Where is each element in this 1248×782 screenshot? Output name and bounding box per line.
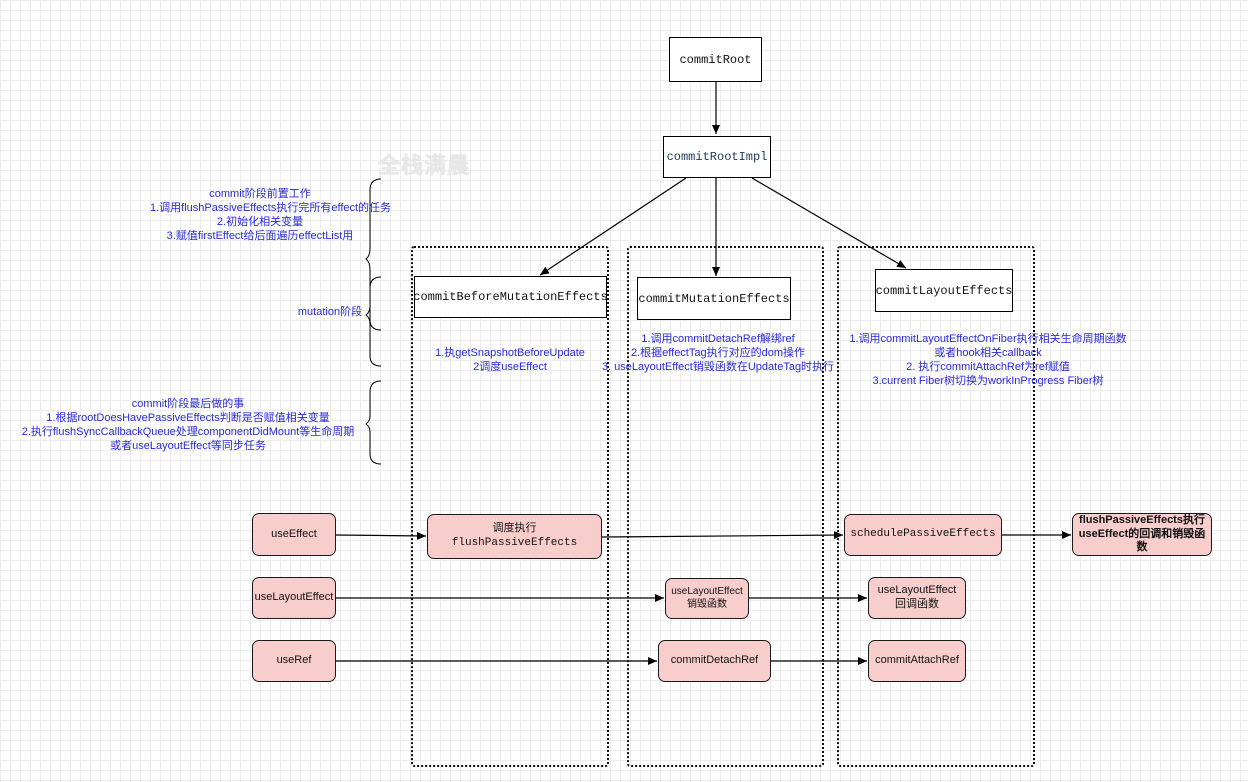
schedule-flush-passive-node[interactable]: 调度执行flushPassiveEffects (427, 514, 602, 559)
note-line: 2. 执行commitAttachRef为ref赋值 (906, 361, 1070, 373)
note-commit-after: commit阶段最后做的事 1.根据rootDoesHavePassiveEff… (10, 397, 366, 453)
note-mutation-phase: mutation阶段 (297, 306, 363, 318)
note-line: commit阶段前置工作 (209, 188, 311, 200)
layout-effect-callback-node[interactable]: useLayoutEffect回调函数 (868, 577, 966, 619)
note-mutation: 1.调用commitDetachRef解绑ref 2.根据effectTag执行… (598, 332, 838, 374)
note-line: 3.current Fiber树切换为workInProgress Fiber树 (872, 375, 1104, 387)
commit-before-mutation-effects-node[interactable]: commitBeforeMutationEffects (413, 276, 608, 318)
phase-container-layout (837, 246, 1035, 767)
commit-root-node[interactable]: commitRoot (669, 37, 762, 82)
note-line: 1.执getSnapshotBeforeUpdate (435, 347, 585, 359)
brace-before (365, 178, 382, 331)
phase-container-mutation (627, 246, 824, 767)
note-line: 或者useLayoutEffect等同步任务 (110, 440, 266, 452)
note-line: 3.赋值firstEffect给后面遍历effectList用 (166, 230, 354, 242)
layout-effect-destroy-node[interactable]: useLayoutEffect销毁函数 (665, 578, 749, 619)
schedule-passive-effects-node[interactable]: schedulePassiveEffects (844, 514, 1002, 556)
commit-root-impl-node[interactable]: commitRootImpl (663, 136, 771, 178)
use-effect-node[interactable]: useEffect (252, 513, 336, 556)
use-layout-effect-node[interactable]: useLayoutEffect (252, 577, 336, 619)
note-commit-before: commit阶段前置工作 1.调用flushPassiveEffects执行完所… (150, 187, 392, 243)
flush-passive-effects-result-node[interactable]: flushPassiveEffects执行 useEffect的回调和销毁函数 (1072, 513, 1212, 556)
note-layout: 1.调用commitLayoutEffectOnFiber执行相关生命周期函数 … (843, 332, 1133, 388)
note-line: 或者hook相关callback (934, 347, 1042, 359)
arrow-impl-to-layout (751, 177, 907, 269)
note-line: 2.初始化相关变量 (216, 216, 304, 228)
note-line: 3. useLayoutEffect销毁函数在UpdateTag时执行 (601, 361, 835, 373)
flush-result-line-1: flushPassiveEffects执行 (1079, 513, 1205, 526)
arrow-schedule-to-passive (601, 531, 844, 540)
note-line: 2.执行flushSyncCallbackQueue处理componentDid… (21, 426, 355, 438)
commit-attach-ref-node[interactable]: commitAttachRef (868, 640, 966, 682)
note-line: 1.调用commitLayoutEffectOnFiber执行相关生命周期函数 (849, 333, 1127, 345)
arrow-impl-to-before-mutation (539, 177, 687, 276)
commit-mutation-effects-node[interactable]: commitMutationEffects (637, 277, 791, 320)
use-ref-node[interactable]: useRef (252, 640, 336, 682)
commit-layout-effects-node[interactable]: commitLayoutEffects (875, 269, 1013, 312)
note-line: 2.根据effectTag执行对应的dom操作 (630, 347, 805, 359)
note-line: 1.根据rootDoesHavePassiveEffects判断是否赋值相关变量 (46, 412, 330, 424)
phase-container-before-mutation (411, 246, 609, 767)
commit-detach-ref-node[interactable]: commitDetachRef (658, 640, 771, 682)
watermark: 全栈满晨 (378, 154, 471, 179)
note-before-mutation: 1.执getSnapshotBeforeUpdate 2调度useEffect (411, 346, 609, 374)
flush-result-line-2: useEffect的回调和销毁函数 (1078, 527, 1206, 554)
note-line: 1.调用flushPassiveEffects执行完所有effect的任务 (150, 202, 392, 214)
note-line: commit阶段最后做的事 (131, 398, 245, 410)
note-line: 2调度useEffect (473, 361, 547, 373)
note-line: 1.调用commitDetachRef解绑ref (641, 333, 795, 345)
brace-after (365, 380, 382, 465)
brace-mutation (365, 276, 382, 367)
